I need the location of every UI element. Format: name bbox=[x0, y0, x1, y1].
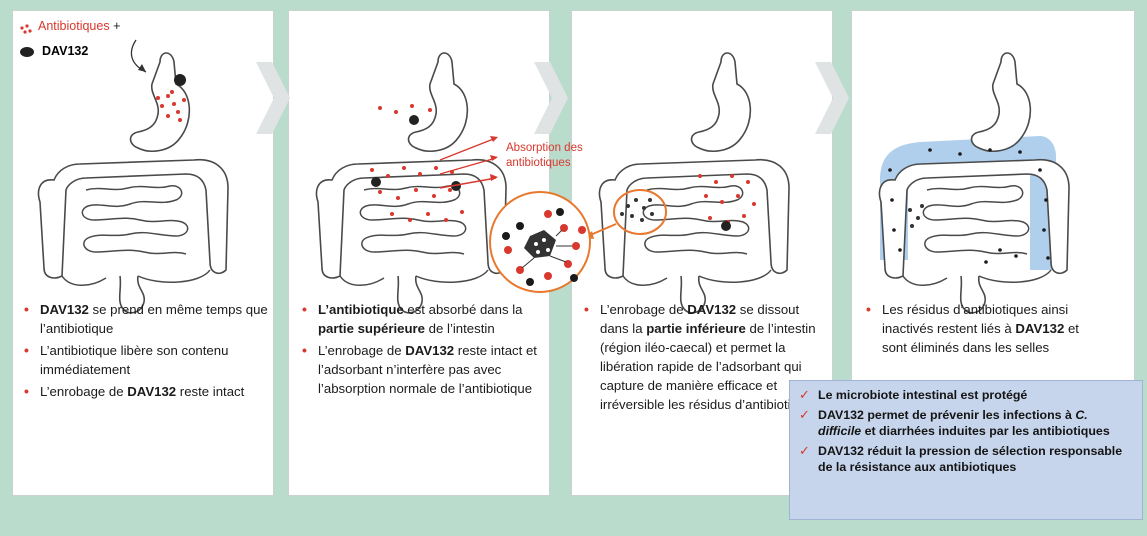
step-2-b2-pre: L’enrobage de bbox=[318, 343, 405, 358]
step-1-b3-bold: DAV132 bbox=[127, 384, 176, 399]
benefit-3: ✓ DAV132 réduit la pression de sélection… bbox=[798, 443, 1134, 476]
benefit-2-text-pre: DAV132 permet de prévenir les infections… bbox=[818, 408, 1075, 422]
benefit-2-text-post: et diarrhées induites par les antibiotiq… bbox=[861, 424, 1110, 438]
absorption-label-line1: Absorption des bbox=[506, 141, 583, 156]
step-2-b1-mid: est absorbé dans la bbox=[404, 302, 523, 317]
step-2-b2-bold: DAV132 bbox=[405, 343, 454, 358]
absorption-label: Absorption des antibiotiques bbox=[506, 141, 583, 171]
benefit-2: ✓ DAV132 permet de prévenir les infectio… bbox=[798, 407, 1134, 440]
step-2-bullets: L’antibiotique est absorbé dans la parti… bbox=[296, 300, 544, 401]
step-4-bullet-1: Les résidus d’antibiotiques ainsi inacti… bbox=[860, 300, 1090, 357]
check-icon: ✓ bbox=[799, 387, 810, 404]
step-4-bullets: Les résidus d’antibiotiques ainsi inacti… bbox=[860, 300, 1090, 360]
step-3-b1-pre: L’enrobage de bbox=[600, 302, 687, 317]
benefit-1-text: Le microbiote intestinal est protégé bbox=[818, 388, 1027, 402]
step-4-b1-bold: DAV132 bbox=[1015, 321, 1064, 336]
step-1-bullets: DAV132 se prend en même temps que l’anti… bbox=[18, 300, 268, 404]
step-1-b2-text: L’antibiotique libère son contenu immédi… bbox=[40, 343, 228, 377]
digestive-system-3 bbox=[600, 53, 789, 313]
absorption-label-line2: antibiotiques bbox=[506, 156, 583, 171]
step-3-bullets: L’enrobage de DAV132 se dissout dans la … bbox=[578, 300, 824, 417]
step-3-bullet-1: L’enrobage de DAV132 se dissout dans la … bbox=[578, 300, 824, 414]
step-2-bullet-2: L’enrobage de DAV132 reste intact et l’a… bbox=[296, 341, 544, 398]
check-icon: ✓ bbox=[799, 407, 810, 424]
step-2-b1-bold2: partie supérieure bbox=[318, 321, 425, 336]
benefit-3-text: DAV132 réduit la pression de sélection r… bbox=[818, 444, 1122, 475]
step-1-bullet-1: DAV132 se prend en même temps que l’anti… bbox=[18, 300, 268, 338]
benefits-box: ✓ Le microbiote intestinal est protégé ✓… bbox=[789, 380, 1143, 520]
legend-dav132-pill-icon bbox=[20, 47, 34, 57]
step-3-b1-bold1: DAV132 bbox=[687, 302, 736, 317]
step-2-b1-post: de l’intestin bbox=[425, 321, 495, 336]
legend-plus: + bbox=[113, 19, 120, 33]
antibiotic-dots-lower-intestine bbox=[698, 174, 756, 224]
benefit-1: ✓ Le microbiote intestinal est protégé bbox=[798, 387, 1134, 404]
step-1-b3-post: reste intact bbox=[176, 384, 244, 399]
step-2-bullet-1: L’antibiotique est absorbé dans la parti… bbox=[296, 300, 544, 338]
step-1-b1-bold: DAV132 bbox=[40, 302, 89, 317]
legend-pointer-arrow bbox=[131, 40, 146, 72]
digestive-system-2 bbox=[317, 53, 506, 313]
digestive-system-1 bbox=[39, 53, 228, 313]
legend-dav132-label: DAV132 bbox=[42, 44, 88, 58]
step-3-b1-bold2: partie inférieure bbox=[646, 321, 746, 336]
legend-antibiotiques-text: Antibiotiques bbox=[38, 19, 110, 33]
dav132-pill-1 bbox=[174, 74, 186, 86]
step-2-b1-bold1: L’antibiotique bbox=[318, 302, 404, 317]
step-1-bullet-2: L’antibiotique libère son contenu immédi… bbox=[18, 341, 268, 379]
legend-antibiotic-dots-icon bbox=[20, 24, 31, 33]
step-1-bullet-3: L’enrobage de DAV132 reste intact bbox=[18, 382, 268, 401]
legend-antibiotiques-label: Antibiotiques + bbox=[38, 19, 120, 33]
check-icon: ✓ bbox=[799, 443, 810, 460]
step-1-b3-pre: L’enrobage de bbox=[40, 384, 127, 399]
